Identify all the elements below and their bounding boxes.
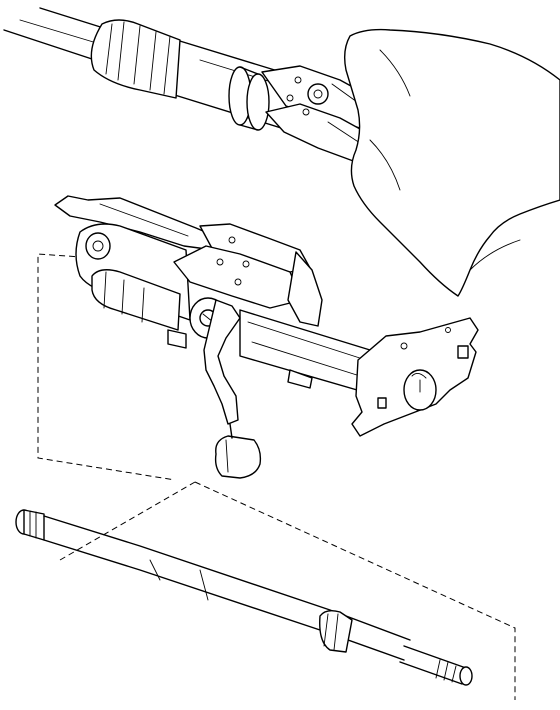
shaft-sleeve	[90, 19, 181, 99]
tilt-lever	[189, 297, 262, 479]
intermediate-shaft	[15, 509, 473, 686]
steering-column-assembly	[54, 195, 479, 437]
collar-ring	[228, 66, 270, 131]
assembly-guide-line	[37, 253, 516, 700]
technician-hand	[343, 28, 560, 297]
